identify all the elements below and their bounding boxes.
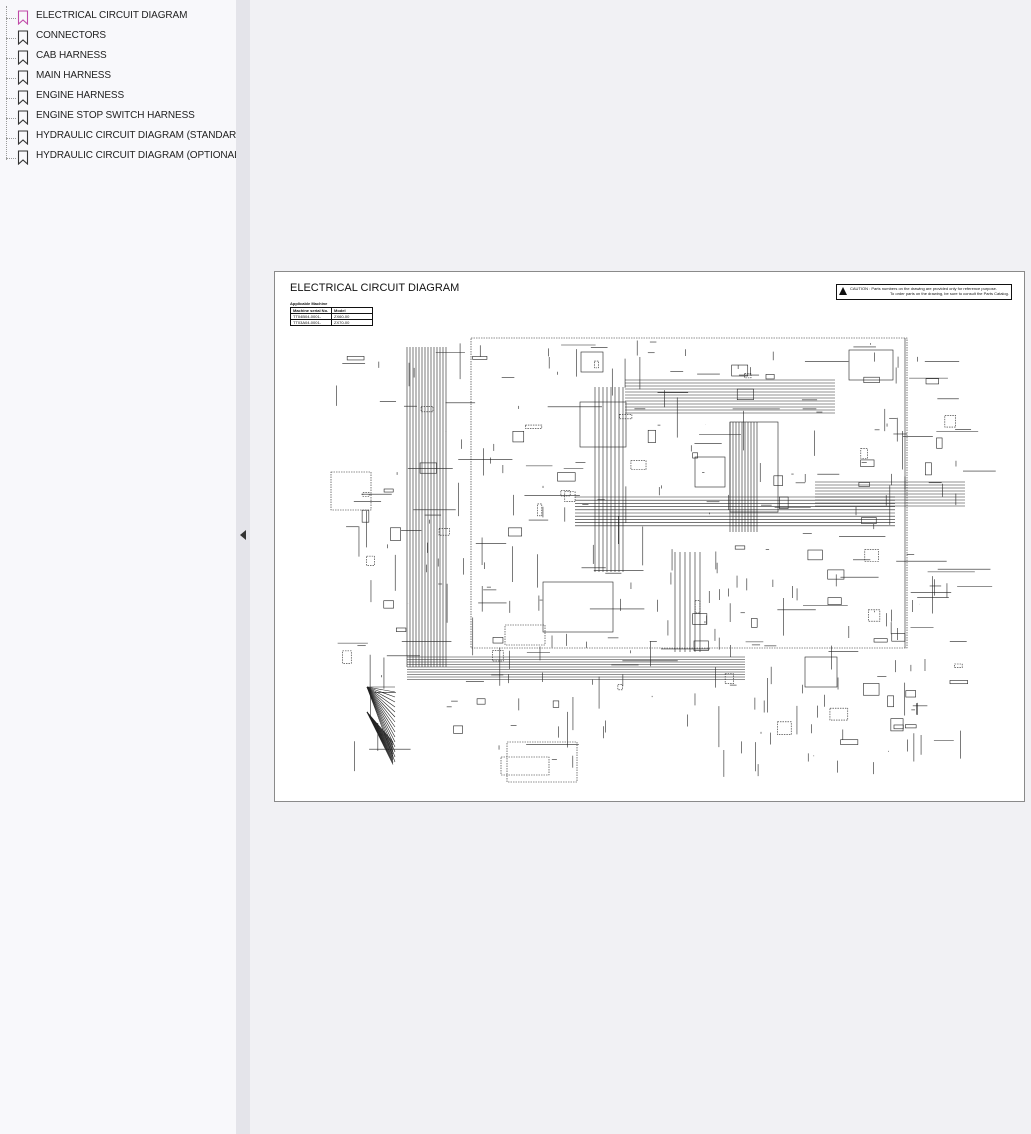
bookmark-label: HYDRAULIC CIRCUIT DIAGRAM (OPTIONAL) [36,150,243,161]
caret-left-icon[interactable] [240,530,246,540]
bookmark-item[interactable]: HYDRAULIC CIRCUIT DIAGRAM (STANDARD) [0,127,247,147]
bookmark-item[interactable]: MAIN HARNESS [0,67,236,87]
tree-connector [6,98,16,99]
bookmark-icon [17,70,29,85]
bookmark-item[interactable]: CONNECTORS [0,27,236,47]
caution-box: CAUTION : Parts numbers on the drawing a… [836,284,1012,300]
document-page: ELECTRICAL CIRCUIT DIAGRAM CAUTION : Par… [274,271,1025,802]
panel-splitter[interactable] [236,0,250,1134]
circuit-schematic [330,337,996,783]
bookmark-label: CAB HARNESS [36,50,107,61]
tree-connector [6,58,16,59]
document-viewer[interactable]: ELECTRICAL CIRCUIT DIAGRAM CAUTION : Par… [250,0,1031,1134]
bookmark-label: ELECTRICAL CIRCUIT DIAGRAM [36,10,188,21]
applicable-table: Machine serial No. Model TT04B04-0001- Z… [290,307,373,326]
page-title: ELECTRICAL CIRCUIT DIAGRAM [290,282,460,294]
bookmark-icon [17,50,29,65]
table-header: Machine serial No. [290,307,332,314]
tree-connector [6,138,16,139]
table-cell: ZX70-00 [331,319,373,326]
bookmark-icon [17,30,29,45]
warning-icon [839,287,847,295]
bookmark-label: CONNECTORS [36,30,106,41]
bookmark-label: HYDRAULIC CIRCUIT DIAGRAM (STANDARD) [36,130,247,141]
table-cell: TT03A04-0001- [290,319,332,326]
tree-connector [6,38,16,39]
bookmark-label: ENGINE HARNESS [36,90,125,101]
bookmark-item[interactable]: HYDRAULIC CIRCUIT DIAGRAM (OPTIONAL) [0,147,243,167]
tree-connector [6,6,7,160]
tree-connector [6,78,16,79]
tree-connector [6,118,16,119]
bookmark-icon [17,130,29,145]
bookmark-icon [17,90,29,105]
bookmark-icon [17,10,29,25]
bookmark-label: ENGINE STOP SWITCH HARNESS [36,110,195,121]
bookmark-item[interactable]: ENGINE STOP SWITCH HARNESS [0,107,236,127]
applicable-machine-table: Applicable Machine Machine serial No. Mo… [290,301,373,326]
bookmark-icon [17,150,29,165]
bookmark-item[interactable]: ENGINE HARNESS [0,87,236,107]
bookmark-item[interactable]: CAB HARNESS [0,47,236,67]
bookmark-icon [17,110,29,125]
bookmarks-panel: ELECTRICAL CIRCUIT DIAGRAM CONNECTORS CAB … [0,0,247,1134]
tree-connector [6,158,16,159]
tree-connector [6,18,16,19]
applicable-title: Applicable Machine [290,301,328,306]
bookmark-label: MAIN HARNESS [36,70,111,81]
bookmark-item[interactable]: ELECTRICAL CIRCUIT DIAGRAM [0,7,236,27]
caution-line-2: To order parts on the drawing, be sure t… [890,291,1009,296]
caution-line-1: CAUTION : Parts numbers on the drawing a… [850,286,997,291]
